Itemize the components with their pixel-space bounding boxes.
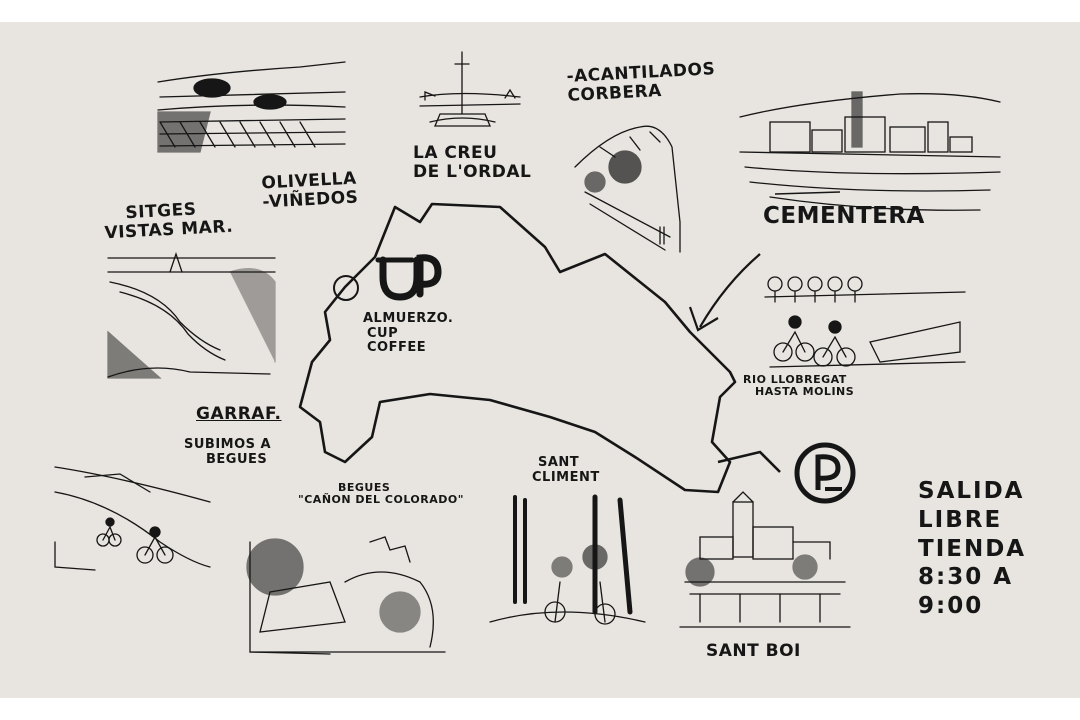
route-start-spur — [717, 450, 781, 473]
cross-sketch — [419, 51, 521, 127]
label-almuerzo: ALMUERZO. CUP COFFEE — [363, 311, 454, 356]
climb-cyclists-sketch — [54, 466, 211, 571]
cementera-underline — [774, 191, 841, 195]
sketch-layer — [54, 51, 1001, 655]
cafe-stop-marker — [333, 275, 359, 301]
river-cyclists-sketch — [764, 276, 966, 368]
cementera-arrowhead — [688, 306, 719, 332]
label-sant-boi: SANT BOI — [706, 641, 801, 661]
forest-cyclists-sketch — [489, 494, 646, 625]
cement-factory-sketch — [739, 91, 1001, 211]
route-line — [298, 202, 737, 494]
label-cementera: CEMENTERA — [763, 203, 925, 229]
label-garraf: GARRAF. — [196, 404, 282, 424]
cementera-arrow — [699, 253, 761, 328]
label-olivella: OLIVELLA-VIÑEDOS — [261, 168, 359, 213]
church-sketch — [679, 491, 851, 628]
vineyards-sketch — [157, 61, 346, 153]
cup-logo — [375, 254, 442, 301]
label-salida: SALIDA LIBRE TIENDA 8:30 a 9:00 — [918, 478, 1027, 619]
canyon-sketch — [246, 536, 446, 655]
coast-sketch — [107, 251, 276, 379]
cliffs-sketch — [574, 125, 681, 253]
label-begues: BEGUES"CAÑON DEL COLORADO" — [298, 481, 464, 507]
parking-icon — [794, 442, 856, 504]
